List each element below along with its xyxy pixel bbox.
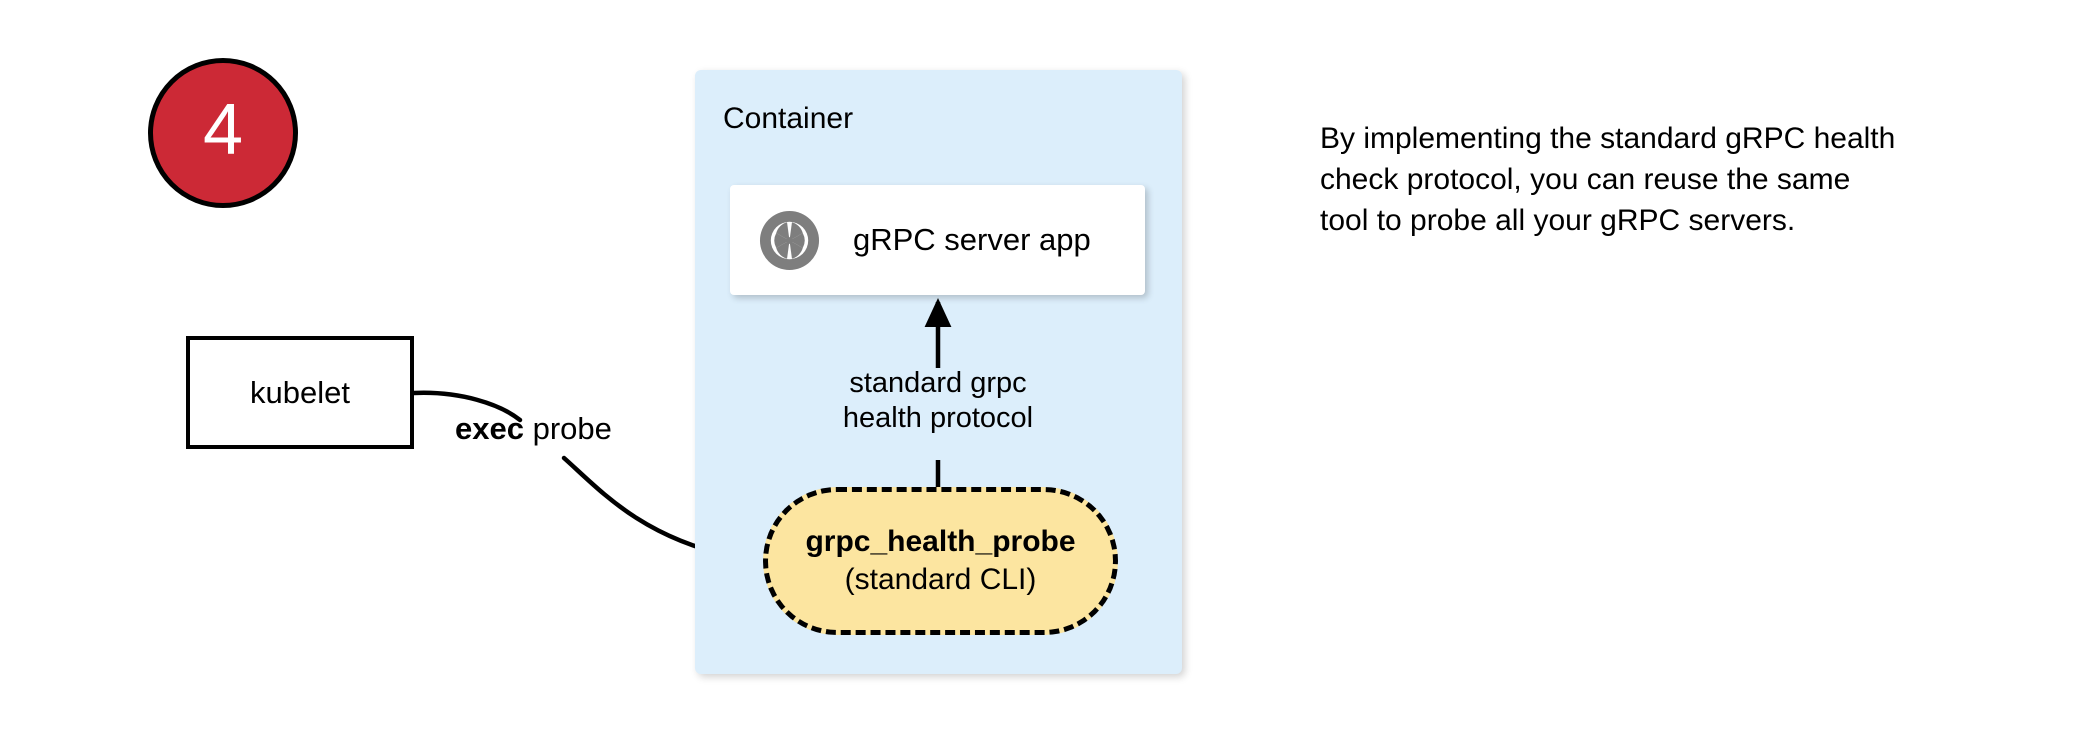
description-text: By implementing the standard gRPC health… [1320,122,1896,237]
grpc-aperture-icon [759,210,820,270]
exec-probe-label-rest: probe [523,411,612,446]
exec-probe-label: exec probe [455,411,612,447]
health-protocol-line-2: health protocol [842,402,1034,434]
step-badge: 4 [148,58,298,208]
health-protocol-line-1: standard grpc [849,367,1027,399]
exec-probe-label-bold: exec [455,411,524,446]
grpc-server-app-label: gRPC server app [853,222,1091,257]
grpc-health-probe-title: grpc_health_probe [805,525,1076,558]
grpc-health-probe-node: grpc_health_probe (standard CLI) [763,487,1118,635]
health-protocol-label: standard grpc health protocol [793,366,1083,436]
grpc-server-app-node: gRPC server app [730,185,1145,295]
step-badge-number: 4 [202,90,244,170]
container-title: Container [723,102,854,135]
grpc-health-probe-subtitle: (standard CLI) [844,563,1037,596]
kubelet-node: kubelet [186,336,414,449]
kubelet-label: kubelet [250,374,350,410]
